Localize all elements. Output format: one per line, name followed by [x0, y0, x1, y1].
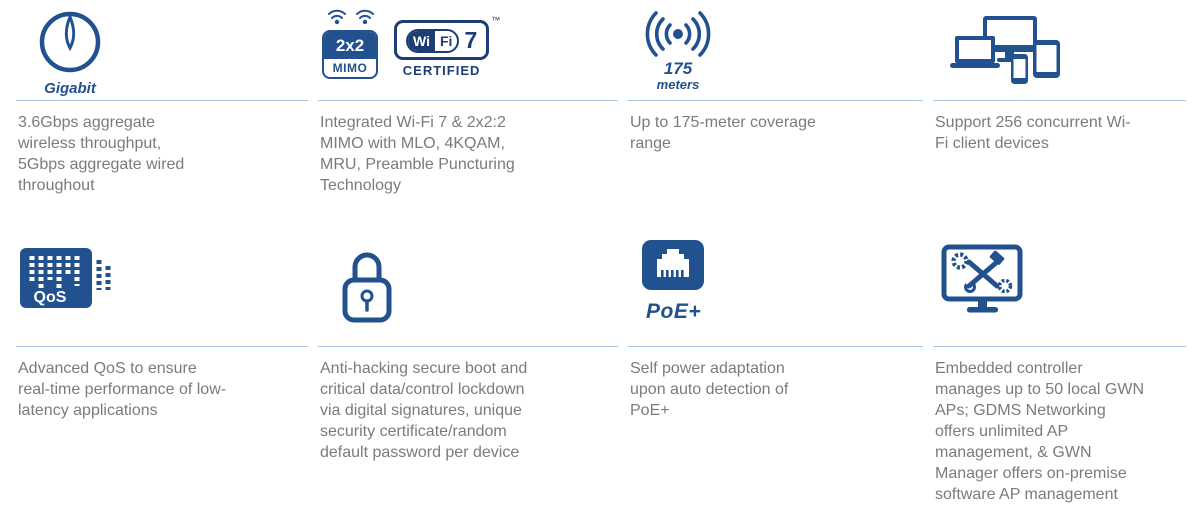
feature-text: Embedded controller manages up to 50 loc…	[935, 360, 1144, 503]
coverage-waves-icon: 175 meters	[630, 8, 726, 92]
feature-card-poe: PoE+ Self power adaptation upon auto det…	[628, 240, 923, 505]
divider	[318, 100, 618, 101]
mimo-2x2-label: 2x2	[324, 32, 376, 59]
divider	[628, 100, 923, 101]
qos-equalizer-icon: QoS	[20, 248, 111, 308]
poe-icon: PoE+	[642, 240, 706, 324]
divider	[933, 346, 1186, 347]
feature-card-clients: Support 256 concurrent Wi-Fi client devi…	[933, 8, 1186, 196]
feature-card-security: Anti-hacking secure boot and critical da…	[318, 240, 618, 505]
divider	[933, 100, 1186, 101]
wifi-version: 7	[464, 27, 478, 53]
coverage-unit-label: meters	[656, 77, 700, 92]
feature-text: Up to 175-meter coverage range	[630, 114, 816, 152]
divider	[628, 346, 923, 347]
qos-label: QoS	[34, 289, 67, 306]
divider	[16, 346, 308, 347]
feature-card-qos: QoS Advanced QoS to ensure real-time per…	[16, 240, 308, 505]
divider	[16, 100, 308, 101]
padlock-icon	[342, 252, 392, 323]
mimo-badge: 2x2 MIMO	[322, 8, 380, 79]
feature-text: Self power adaptation upon auto detectio…	[630, 360, 789, 419]
poe-plus-label: PoE+	[646, 300, 702, 323]
feature-card-management: Embedded controller manages up to 50 loc…	[933, 240, 1186, 505]
feature-text: Advanced QoS to ensure real-time perform…	[18, 360, 227, 419]
controller-monitor-icon	[941, 244, 1023, 313]
trademark-symbol: ™	[491, 15, 501, 25]
speedometer-icon: Gigabit	[38, 8, 102, 97]
devices-icon	[950, 16, 1060, 84]
feature-text: Support 256 concurrent Wi-Fi client devi…	[935, 114, 1131, 152]
certified-label: CERTIFIED	[402, 63, 481, 78]
feature-text: Integrated Wi-Fi 7 & 2x2:2 MIMO with MLO…	[320, 114, 515, 194]
antenna-waves-icon	[328, 9, 374, 25]
coverage-distance-label: 175	[663, 59, 693, 78]
gigabit-label: Gigabit	[44, 80, 96, 97]
gauge-graphic	[39, 11, 101, 73]
feature-text: 3.6Gbps aggregate wireless throughput, 5…	[18, 114, 185, 194]
feature-card-coverage: 175 meters Up to 175-meter coverage rang…	[628, 8, 923, 196]
divider	[318, 346, 618, 347]
mimo-label: MIMO	[332, 61, 368, 75]
feature-text: Anti-hacking secure boot and critical da…	[320, 360, 528, 461]
feature-card-gigabit: Gigabit 3.6Gbps aggregate wireless throu…	[16, 8, 308, 196]
